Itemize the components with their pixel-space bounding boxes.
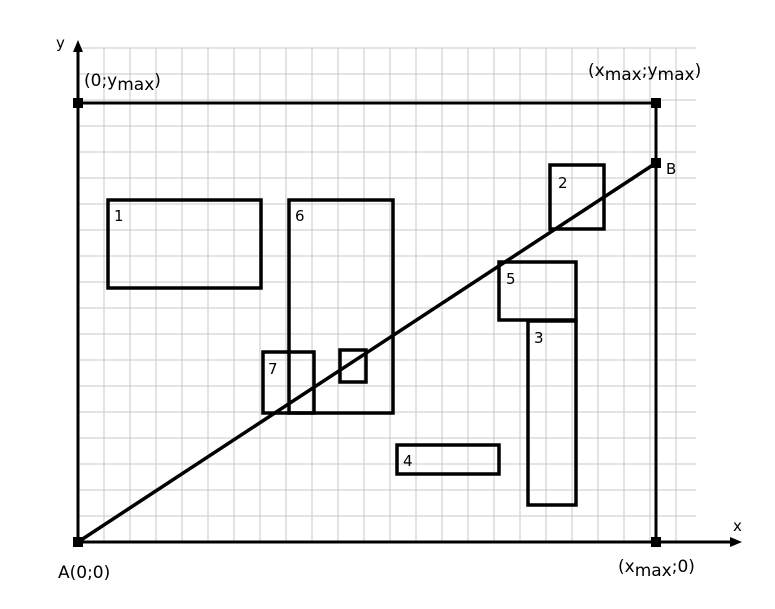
label-bottom-right: (xmax;0) [618,557,695,581]
rect-4-label: 4 [403,452,413,470]
corner-marker-bottom-right [651,537,661,547]
corner-marker-top-right [651,98,661,108]
y-axis-arrow [73,40,83,52]
rectangles [106,163,606,507]
label-top-right: (xmax;ymax) [588,61,701,85]
rect-6-label: 6 [295,207,305,225]
rect-7-label: 7 [268,360,278,378]
y-axis-label: y [56,34,65,52]
rect-6 [287,198,395,415]
background-grid [77,47,696,543]
rect-3-label: 3 [534,329,544,347]
label-point-b: B [666,160,676,178]
axes: x y [56,34,742,547]
rect-5-label: 5 [506,270,516,288]
rect-2-label: 2 [558,174,568,192]
label-origin: A(0;0) [58,563,110,583]
rect-small [338,348,368,384]
corner-marker-top-left [73,98,83,108]
rect-4 [395,443,501,476]
rect-5 [497,260,578,322]
rectangle-labels: 1 2 3 4 5 6 7 [114,174,568,470]
segment-ab [77,161,657,544]
label-top-left: (0;ymax) [84,71,161,95]
rect-1 [106,198,263,290]
x-axis-label: x [733,517,742,535]
rect-1-label: 1 [114,207,124,225]
x-axis-arrow [730,537,742,547]
window-boundary [78,101,658,542]
rect-3 [526,319,578,507]
rect-7 [261,350,316,415]
